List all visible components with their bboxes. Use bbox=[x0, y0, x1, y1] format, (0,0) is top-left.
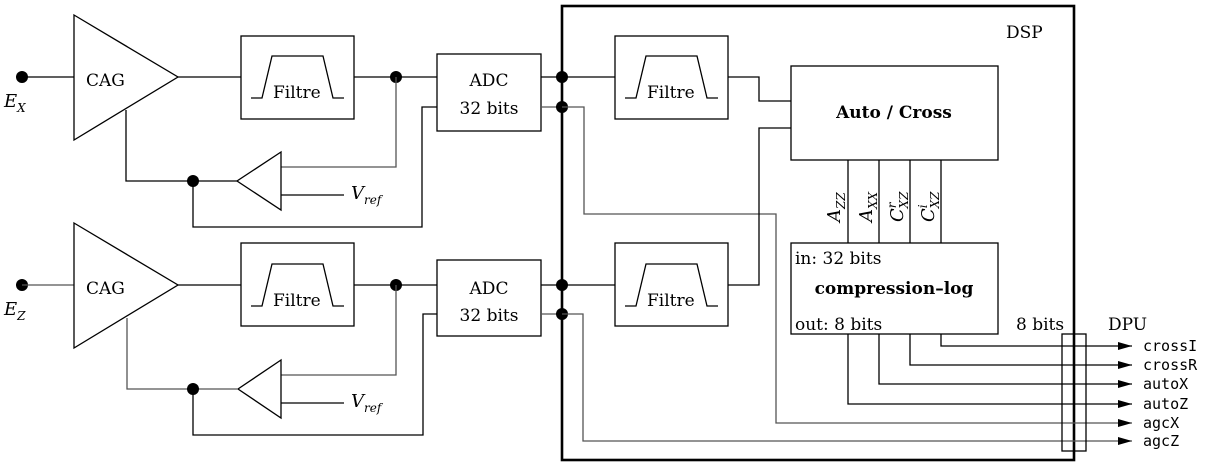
channel-x: EX CAG Filtre ADC 32 bits Vref Filtre bbox=[3, 13, 1132, 427]
filter-box-x bbox=[240, 35, 355, 120]
compression-in-label: in: 32 bits bbox=[795, 249, 881, 269]
channel-z: EZ CAG Filtre ADC 32 bits Vref Filtre bbox=[3, 127, 1132, 445]
adc-label-z: ADC bbox=[469, 279, 509, 299]
dpu-connector bbox=[1061, 333, 1087, 452]
bus-width-label: 8 bits bbox=[1016, 315, 1064, 335]
compression-box bbox=[790, 242, 999, 335]
label-azz: AZZ bbox=[824, 192, 848, 224]
vref-label-x: Vref bbox=[351, 183, 384, 207]
auto-cross-label: Auto / Cross bbox=[835, 103, 952, 123]
adc-bits-x: 32 bits bbox=[460, 99, 519, 119]
compression-out-label: out: 8 bits bbox=[795, 315, 882, 335]
dsp-filter-label-x: Filtre bbox=[647, 83, 695, 103]
filter-label-x: Filtre bbox=[273, 83, 321, 103]
output-agcZ: agcZ bbox=[1143, 432, 1179, 450]
input-label-z: EZ bbox=[3, 299, 26, 323]
label-ci-xz: CiXZ bbox=[916, 191, 942, 222]
dsp-filter-box-x bbox=[614, 35, 729, 120]
agc-label-x: CAG bbox=[86, 71, 125, 91]
adc-box-x bbox=[436, 53, 542, 132]
agc-label-z: CAG bbox=[86, 279, 125, 299]
output-crossI: crossI bbox=[1143, 337, 1197, 355]
dsp-filter-box-z bbox=[614, 242, 729, 327]
filter-box-z bbox=[240, 242, 355, 327]
output-agcX: agcX bbox=[1143, 414, 1179, 432]
vref-label-z: Vref bbox=[351, 391, 384, 415]
dsp-boundary bbox=[560, 4, 1076, 462]
label-cr-xz: CrXZ bbox=[885, 191, 911, 222]
auto-cross-box bbox=[790, 65, 999, 161]
output-autoX: autoX bbox=[1143, 375, 1188, 393]
output-crossR: crossR bbox=[1143, 356, 1198, 374]
compression-title: compression–log bbox=[815, 279, 974, 299]
filter-label-z: Filtre bbox=[273, 291, 321, 311]
agc-amplifier-z bbox=[73, 221, 180, 350]
bandpass-icon bbox=[251, 55, 344, 99]
comparator-z bbox=[236, 358, 282, 420]
dsp-label: DSP bbox=[1006, 23, 1043, 43]
dpu-label: DPU bbox=[1108, 315, 1147, 335]
adc-box-z bbox=[436, 259, 542, 337]
agc-amplifier-x bbox=[73, 13, 180, 142]
input-label-x: EX bbox=[3, 91, 26, 115]
correlation-labels: AZZ AXX CrXZ CiXZ bbox=[824, 191, 942, 224]
dsp-filter-label-z: Filtre bbox=[647, 291, 695, 311]
adc-label-x: ADC bbox=[469, 71, 509, 91]
adc-bits-z: 32 bits bbox=[460, 306, 519, 326]
output-labels: crossI crossR autoX autoZ agcX agcZ bbox=[1143, 337, 1198, 450]
label-axx: AXX bbox=[856, 191, 880, 224]
output-autoZ: autoZ bbox=[1143, 395, 1188, 413]
comparator-x bbox=[235, 150, 282, 212]
